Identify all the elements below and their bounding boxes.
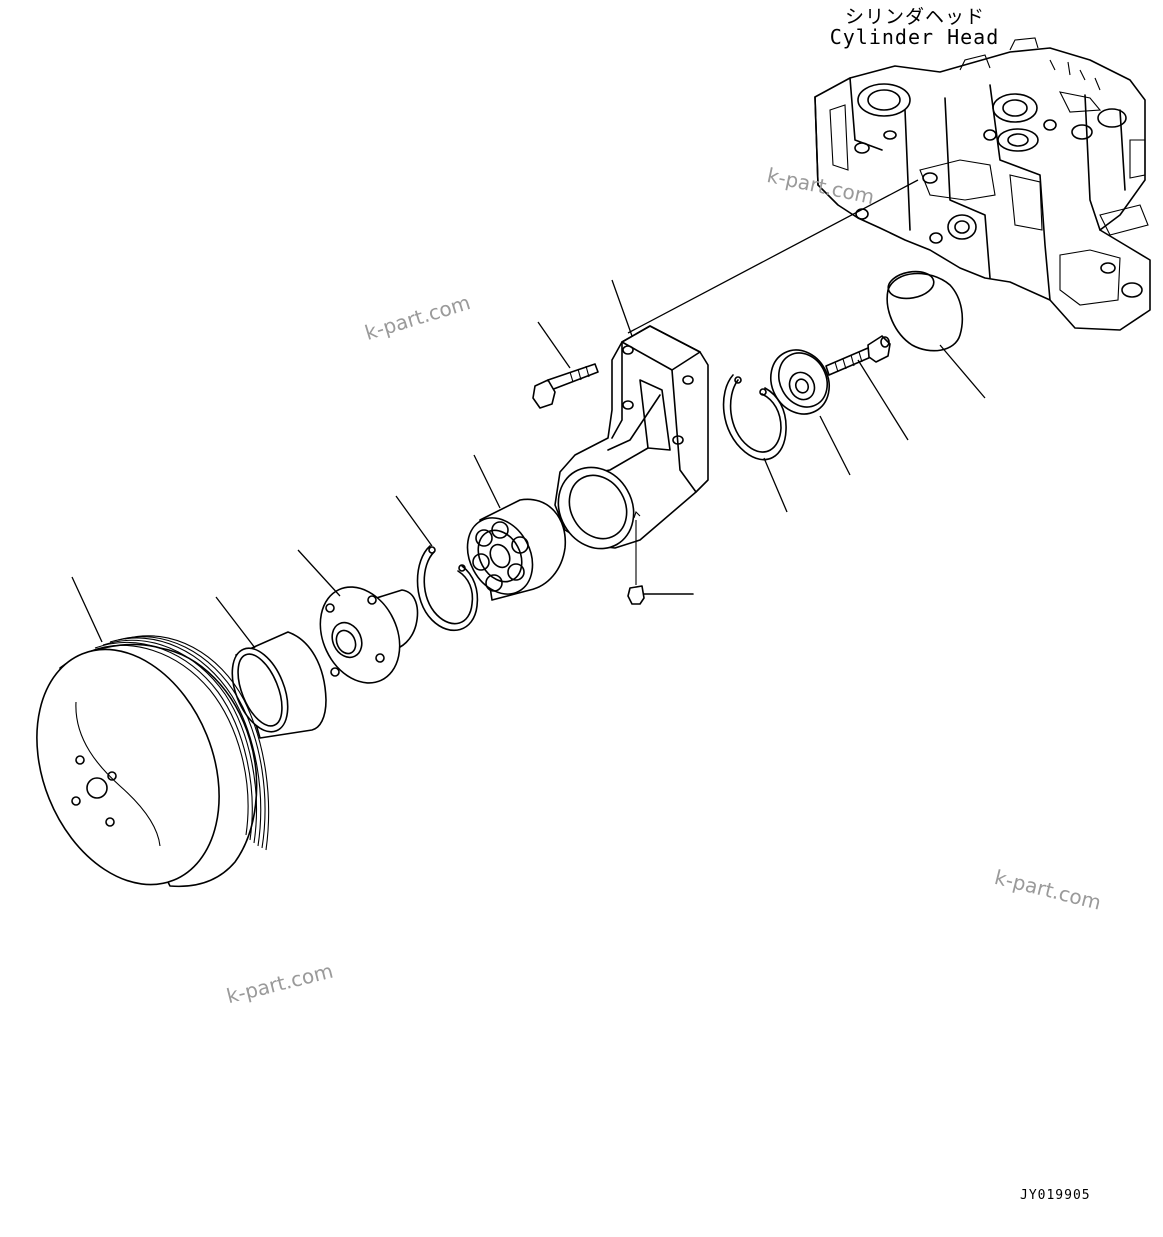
cylinder-head	[814, 37, 1151, 331]
idler-bracket	[554, 325, 709, 550]
grease-fitting	[627, 520, 694, 605]
thrust-plate	[770, 349, 851, 476]
bracket-bolt	[532, 321, 599, 409]
snap-ring-left	[395, 495, 479, 631]
mounting-reference-line	[627, 179, 919, 334]
cylinder-head-label-en: Cylinder Head	[829, 25, 1000, 49]
dust-cap	[886, 270, 986, 399]
idler-pulley	[36, 576, 270, 888]
drawing-code: JY019905	[1020, 1188, 1091, 1203]
bracket-leader	[611, 279, 633, 337]
idler-bolt	[825, 335, 909, 441]
pulley-sleeve	[215, 596, 327, 739]
idler-bearing	[466, 454, 567, 601]
idler-shaft-hub	[297, 549, 419, 684]
cylinder-head-label-jp: シリンダヘッド	[844, 6, 985, 28]
snap-ring-right	[722, 374, 788, 513]
